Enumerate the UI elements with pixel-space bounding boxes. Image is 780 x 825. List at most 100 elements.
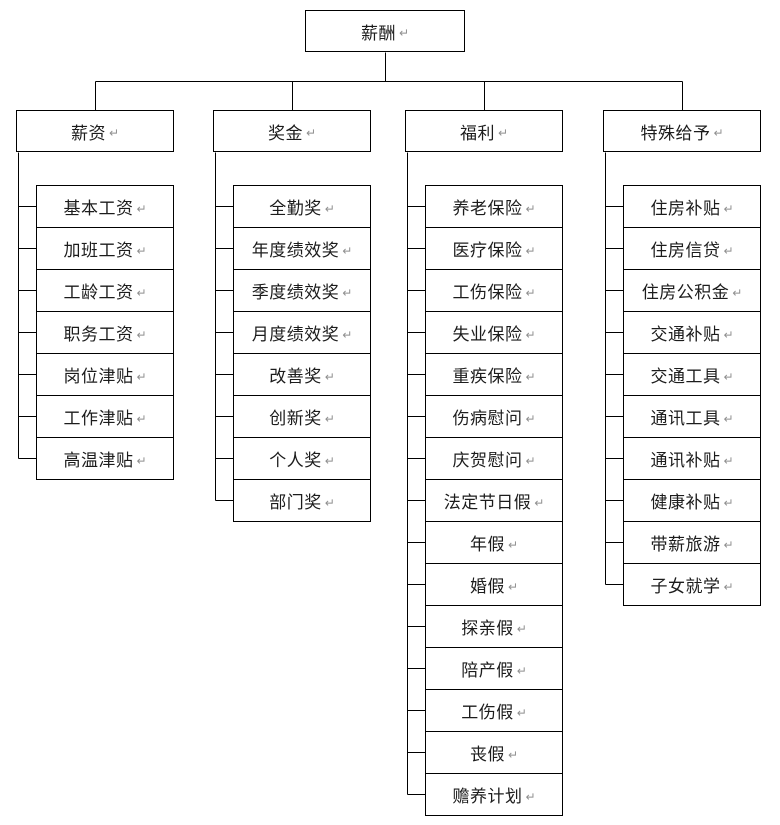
paragraph-return-mark-icon: ↵	[723, 537, 734, 552]
paragraph-return-mark-icon: ↵	[342, 243, 353, 258]
leaf-node: 庆贺慰问↵	[425, 437, 563, 480]
node-label: 婚假	[469, 577, 505, 596]
node-label: 加班工资	[63, 241, 134, 260]
leaf-node: 创新奖↵	[233, 395, 371, 438]
node-label: 养老保险	[452, 199, 523, 218]
node-label: 住房公积金	[641, 283, 730, 302]
branch-node: 奖金↵	[213, 110, 371, 152]
leaf-node: 改善奖↵	[233, 353, 371, 396]
leaf-node: 丧假↵	[425, 731, 563, 774]
leaf-node: 年假↵	[425, 521, 563, 564]
node-label: 福利	[459, 123, 495, 143]
leaf-node: 重疾保险↵	[425, 353, 563, 396]
paragraph-return-mark-icon: ↵	[507, 537, 519, 552]
paragraph-return-mark-icon: ↵	[525, 285, 536, 300]
leaf-node: 养老保险↵	[425, 185, 563, 228]
node-label: 赡养计划	[452, 787, 523, 806]
leaf-node: 陪产假↵	[425, 647, 563, 690]
paragraph-return-mark-icon: ↵	[525, 789, 536, 804]
node-label: 工伤假	[461, 703, 514, 722]
node-label: 伤病慰问	[452, 409, 523, 428]
node-label: 重疾保险	[452, 367, 523, 386]
leaf-node: 年度绩效奖↵	[233, 227, 371, 270]
node-label: 高温津贴	[63, 451, 134, 470]
paragraph-return-mark-icon: ↵	[723, 327, 734, 342]
paragraph-return-mark-icon: ↵	[723, 201, 734, 216]
leaf-node: 部门奖↵	[233, 479, 371, 522]
node-label: 年度绩效奖	[251, 241, 340, 260]
paragraph-return-mark-icon: ↵	[723, 243, 734, 258]
node-label: 月度绩效奖	[251, 325, 340, 344]
branch-node: 薪资↵	[16, 110, 174, 152]
paragraph-return-mark-icon: ↵	[732, 285, 743, 300]
paragraph-return-mark-icon: ↵	[136, 453, 147, 468]
node-label: 薪资	[70, 123, 106, 143]
paragraph-return-mark-icon: ↵	[713, 126, 724, 140]
node-label: 奖金	[267, 123, 303, 143]
node-label: 特殊给予	[640, 123, 711, 143]
leaf-node: 职务工资↵	[36, 311, 174, 354]
paragraph-return-mark-icon: ↵	[516, 663, 527, 678]
paragraph-return-mark-icon: ↵	[525, 327, 536, 342]
leaf-node: 伤病慰问↵	[425, 395, 563, 438]
paragraph-return-mark-icon: ↵	[342, 285, 353, 300]
leaf-node: 工作津贴↵	[36, 395, 174, 438]
node-label: 工伤保险	[452, 283, 523, 302]
node-label: 交通工具	[650, 367, 721, 386]
paragraph-return-mark-icon: ↵	[534, 495, 545, 510]
paragraph-return-mark-icon: ↵	[136, 327, 147, 342]
node-label: 薪酬	[360, 23, 396, 43]
node-label: 季度绩效奖	[251, 283, 340, 302]
root-node: 薪酬↵	[305, 10, 465, 52]
node-label: 改善奖	[269, 367, 322, 386]
paragraph-return-mark-icon: ↵	[525, 369, 536, 384]
node-label: 法定节日假	[443, 493, 532, 512]
paragraph-return-mark-icon: ↵	[324, 453, 335, 468]
leaf-node: 工伤保险↵	[425, 269, 563, 312]
paragraph-return-mark-icon: ↵	[525, 201, 536, 216]
paragraph-return-mark-icon: ↵	[497, 126, 509, 140]
connector-path	[18, 52, 683, 795]
node-label: 交通补贴	[650, 325, 721, 344]
paragraph-return-mark-icon: ↵	[525, 243, 536, 258]
paragraph-return-mark-icon: ↵	[516, 621, 527, 636]
node-label: 工作津贴	[63, 409, 134, 428]
paragraph-return-mark-icon: ↵	[516, 705, 527, 720]
leaf-node: 赡养计划↵	[425, 773, 563, 816]
leaf-node: 健康补贴↵	[623, 479, 761, 522]
paragraph-return-mark-icon: ↵	[108, 126, 120, 140]
node-label: 住房信贷	[650, 241, 721, 260]
node-label: 陪产假	[461, 661, 514, 680]
node-label: 部门奖	[269, 493, 322, 512]
leaf-node: 工龄工资↵	[36, 269, 174, 312]
node-label: 工龄工资	[63, 283, 134, 302]
node-label: 通讯补贴	[650, 451, 721, 470]
leaf-node: 交通工具↵	[623, 353, 761, 396]
paragraph-return-mark-icon: ↵	[723, 453, 734, 468]
node-label: 失业保险	[452, 325, 523, 344]
paragraph-return-mark-icon: ↵	[136, 243, 147, 258]
node-label: 住房补贴	[650, 199, 721, 218]
paragraph-return-mark-icon: ↵	[324, 201, 335, 216]
leaf-node: 探亲假↵	[425, 605, 563, 648]
node-label: 个人奖	[269, 451, 322, 470]
paragraph-return-mark-icon: ↵	[305, 126, 317, 140]
branch-node: 福利↵	[405, 110, 563, 152]
node-label: 健康补贴	[650, 493, 721, 512]
node-label: 岗位津贴	[63, 367, 134, 386]
node-label: 通讯工具	[650, 409, 721, 428]
paragraph-return-mark-icon: ↵	[723, 369, 734, 384]
leaf-node: 医疗保险↵	[425, 227, 563, 270]
paragraph-return-mark-icon: ↵	[324, 369, 335, 384]
paragraph-return-mark-icon: ↵	[507, 579, 519, 594]
node-label: 带薪旅游	[650, 535, 721, 554]
paragraph-return-mark-icon: ↵	[525, 453, 536, 468]
leaf-node: 加班工资↵	[36, 227, 174, 270]
leaf-node: 子女就学↵	[623, 563, 761, 606]
paragraph-return-mark-icon: ↵	[723, 495, 734, 510]
leaf-node: 婚假↵	[425, 563, 563, 606]
leaf-node: 通讯补贴↵	[623, 437, 761, 480]
node-label: 探亲假	[461, 619, 514, 638]
leaf-node: 交通补贴↵	[623, 311, 761, 354]
